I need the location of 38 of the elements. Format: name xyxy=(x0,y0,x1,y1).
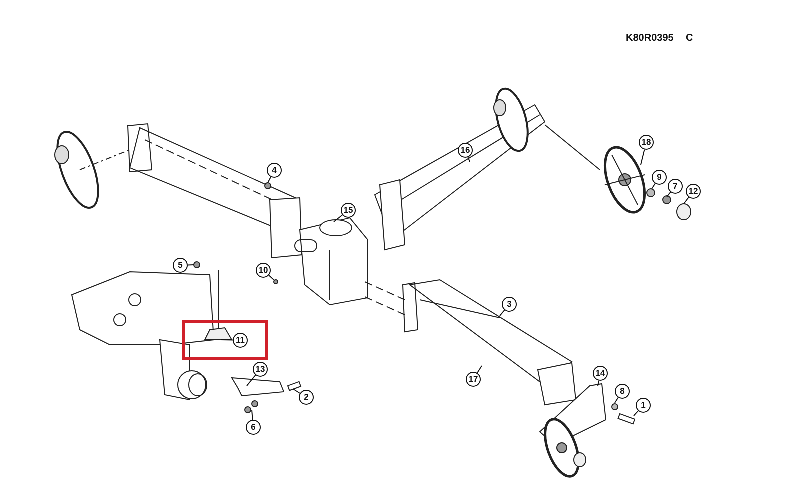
callout-number: 17 xyxy=(466,372,481,387)
callout-number: 2 xyxy=(299,390,314,405)
callout-number: 18 xyxy=(639,135,654,150)
callout-number: 7 xyxy=(668,179,683,194)
leader-line xyxy=(246,374,256,386)
callout-number: 15 xyxy=(341,203,356,218)
revision-letter: C xyxy=(686,33,694,44)
leader-line xyxy=(188,264,194,266)
callout-number: 9 xyxy=(652,170,667,185)
callout-number: 10 xyxy=(256,263,271,278)
leader-line xyxy=(334,214,344,222)
callout-number: 13 xyxy=(253,362,268,377)
leader-line xyxy=(468,156,470,162)
drawing-number: K80R0395 xyxy=(626,33,674,44)
leader-line xyxy=(268,176,272,184)
callout-number: 14 xyxy=(593,366,608,381)
callout-number: 8 xyxy=(615,384,630,399)
leader-line xyxy=(500,310,506,316)
leader-line xyxy=(666,192,672,198)
leader-line xyxy=(292,388,301,394)
leader-line xyxy=(252,410,254,421)
leader-line xyxy=(652,183,656,190)
callout-number: 12 xyxy=(686,184,701,199)
callout-number: 5 xyxy=(173,258,188,273)
leader-line xyxy=(598,380,600,386)
callout-number: 4 xyxy=(267,163,282,178)
callout-number: 6 xyxy=(246,420,261,435)
leader-line xyxy=(268,275,274,280)
callout-number: 11 xyxy=(233,333,248,348)
callout-number: 1 xyxy=(636,398,651,413)
leader-line xyxy=(220,340,234,341)
highlight-frame xyxy=(182,320,268,360)
leader-line xyxy=(640,149,646,166)
leader-line xyxy=(684,196,690,204)
leader-line xyxy=(614,397,619,404)
callout-number: 3 xyxy=(502,297,517,312)
leader-line xyxy=(634,410,639,416)
leader-line xyxy=(477,366,482,374)
